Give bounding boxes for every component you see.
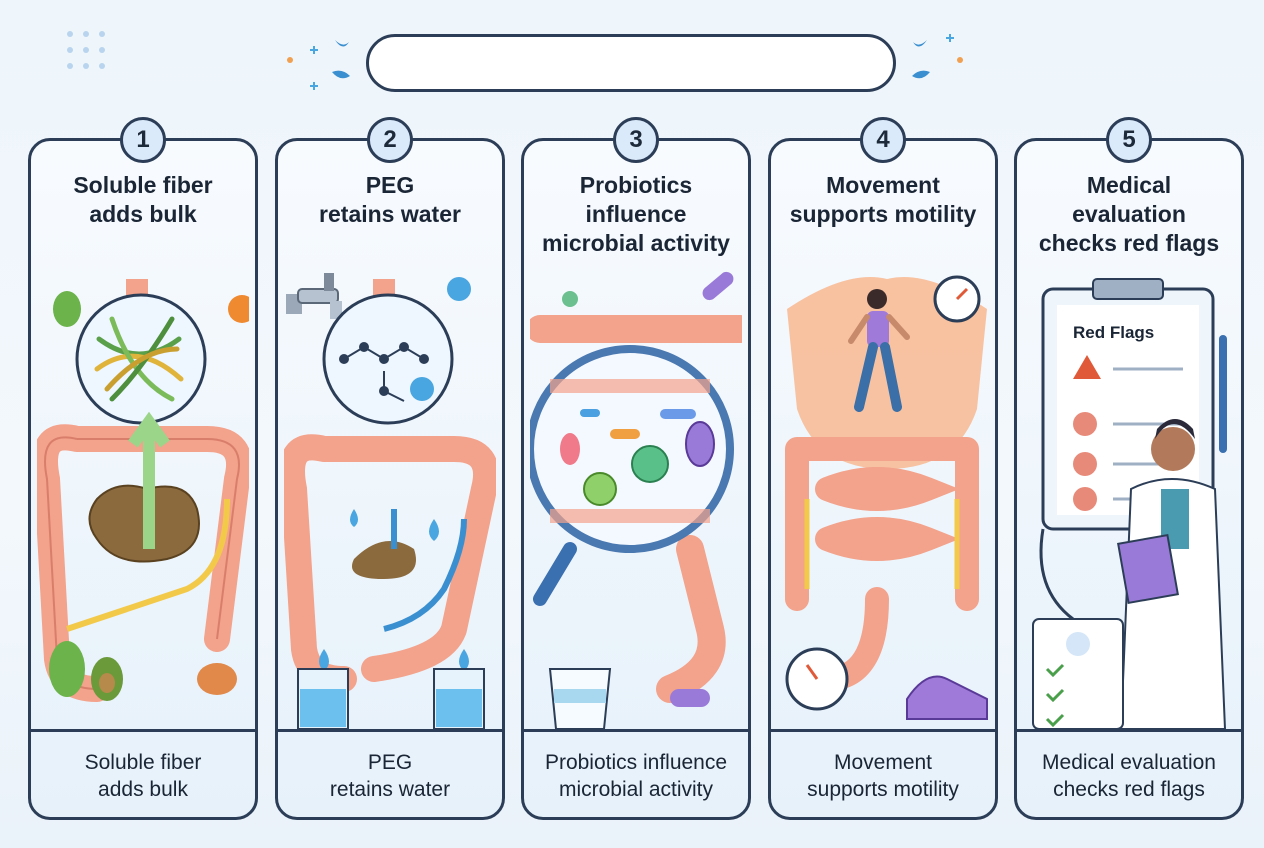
molecule-icon (339, 342, 429, 402)
panel-divider (771, 729, 995, 732)
step-heading: PEG retains water (319, 172, 461, 227)
step-heading: Probiotics influence microbial activity (542, 172, 730, 256)
clipboard-title: Red Flags (1073, 323, 1155, 342)
yogurt-icon (548, 668, 612, 729)
sparkle-decoration-icon (287, 40, 350, 90)
panel-divider (278, 729, 502, 732)
step-number-badge: 5 (1106, 117, 1152, 163)
step-illustration (37, 279, 249, 702)
water-drop-icon (319, 509, 469, 671)
step-panel-5: 5 Medical evaluation checks red flags (1014, 117, 1244, 820)
panel-divider (31, 729, 255, 732)
step-illustration (1032, 278, 1227, 729)
step-illustration (284, 273, 496, 729)
sneaker-icon (906, 675, 988, 720)
step-heading: Medical evaluation checks red flags (1038, 172, 1220, 256)
intestine-icon (530, 315, 742, 703)
step-panel-4: 4 Movement supports motility Movement su… (768, 117, 998, 820)
step-panel-3: 3 Probiotics influence microbial activit… (521, 117, 751, 820)
step-number-badge: 4 (860, 117, 906, 163)
water-glass-icon (297, 668, 485, 729)
step-illustration (785, 275, 988, 720)
warning-icon (1073, 355, 1101, 511)
title-banner (366, 34, 896, 92)
step-caption: Medical evaluation checks red flags (1042, 751, 1216, 801)
step-number-badge: 2 (367, 117, 413, 163)
vegetables-icon (49, 291, 249, 701)
panel-divider (524, 729, 748, 732)
step-illustration (530, 271, 742, 729)
stopwatch-icon (933, 275, 981, 323)
magnifying-glass-icon (530, 345, 734, 606)
walking-woman-icon (848, 289, 910, 412)
faucet-icon (286, 273, 342, 319)
stethoscope-icon (1039, 528, 1074, 621)
checklist-icon (1032, 618, 1124, 729)
step-caption: Probiotics influence microbial activity (544, 751, 728, 801)
bacteria-icon (560, 409, 715, 506)
dot-grid-decoration (67, 31, 105, 69)
sparkle-decoration-icon (912, 34, 963, 79)
step-number-badge: 3 (613, 117, 659, 163)
step-caption: Soluble fiber adds bulk (84, 751, 202, 801)
step-panel-1: 1 Soluble fiber adds bulk (28, 117, 258, 820)
step-caption: Movement supports motility (807, 751, 959, 801)
step-heading: Movement supports motility (789, 172, 977, 227)
intestine-icon (785, 437, 979, 691)
step-number-badge: 1 (120, 117, 166, 163)
step-heading: Soluble fiber adds bulk (73, 172, 213, 227)
panel-divider (1017, 729, 1241, 732)
capsule-icon (562, 271, 734, 707)
step-caption: PEG retains water (329, 751, 451, 801)
step-panel-2: 2 PEG retains water (275, 117, 505, 820)
